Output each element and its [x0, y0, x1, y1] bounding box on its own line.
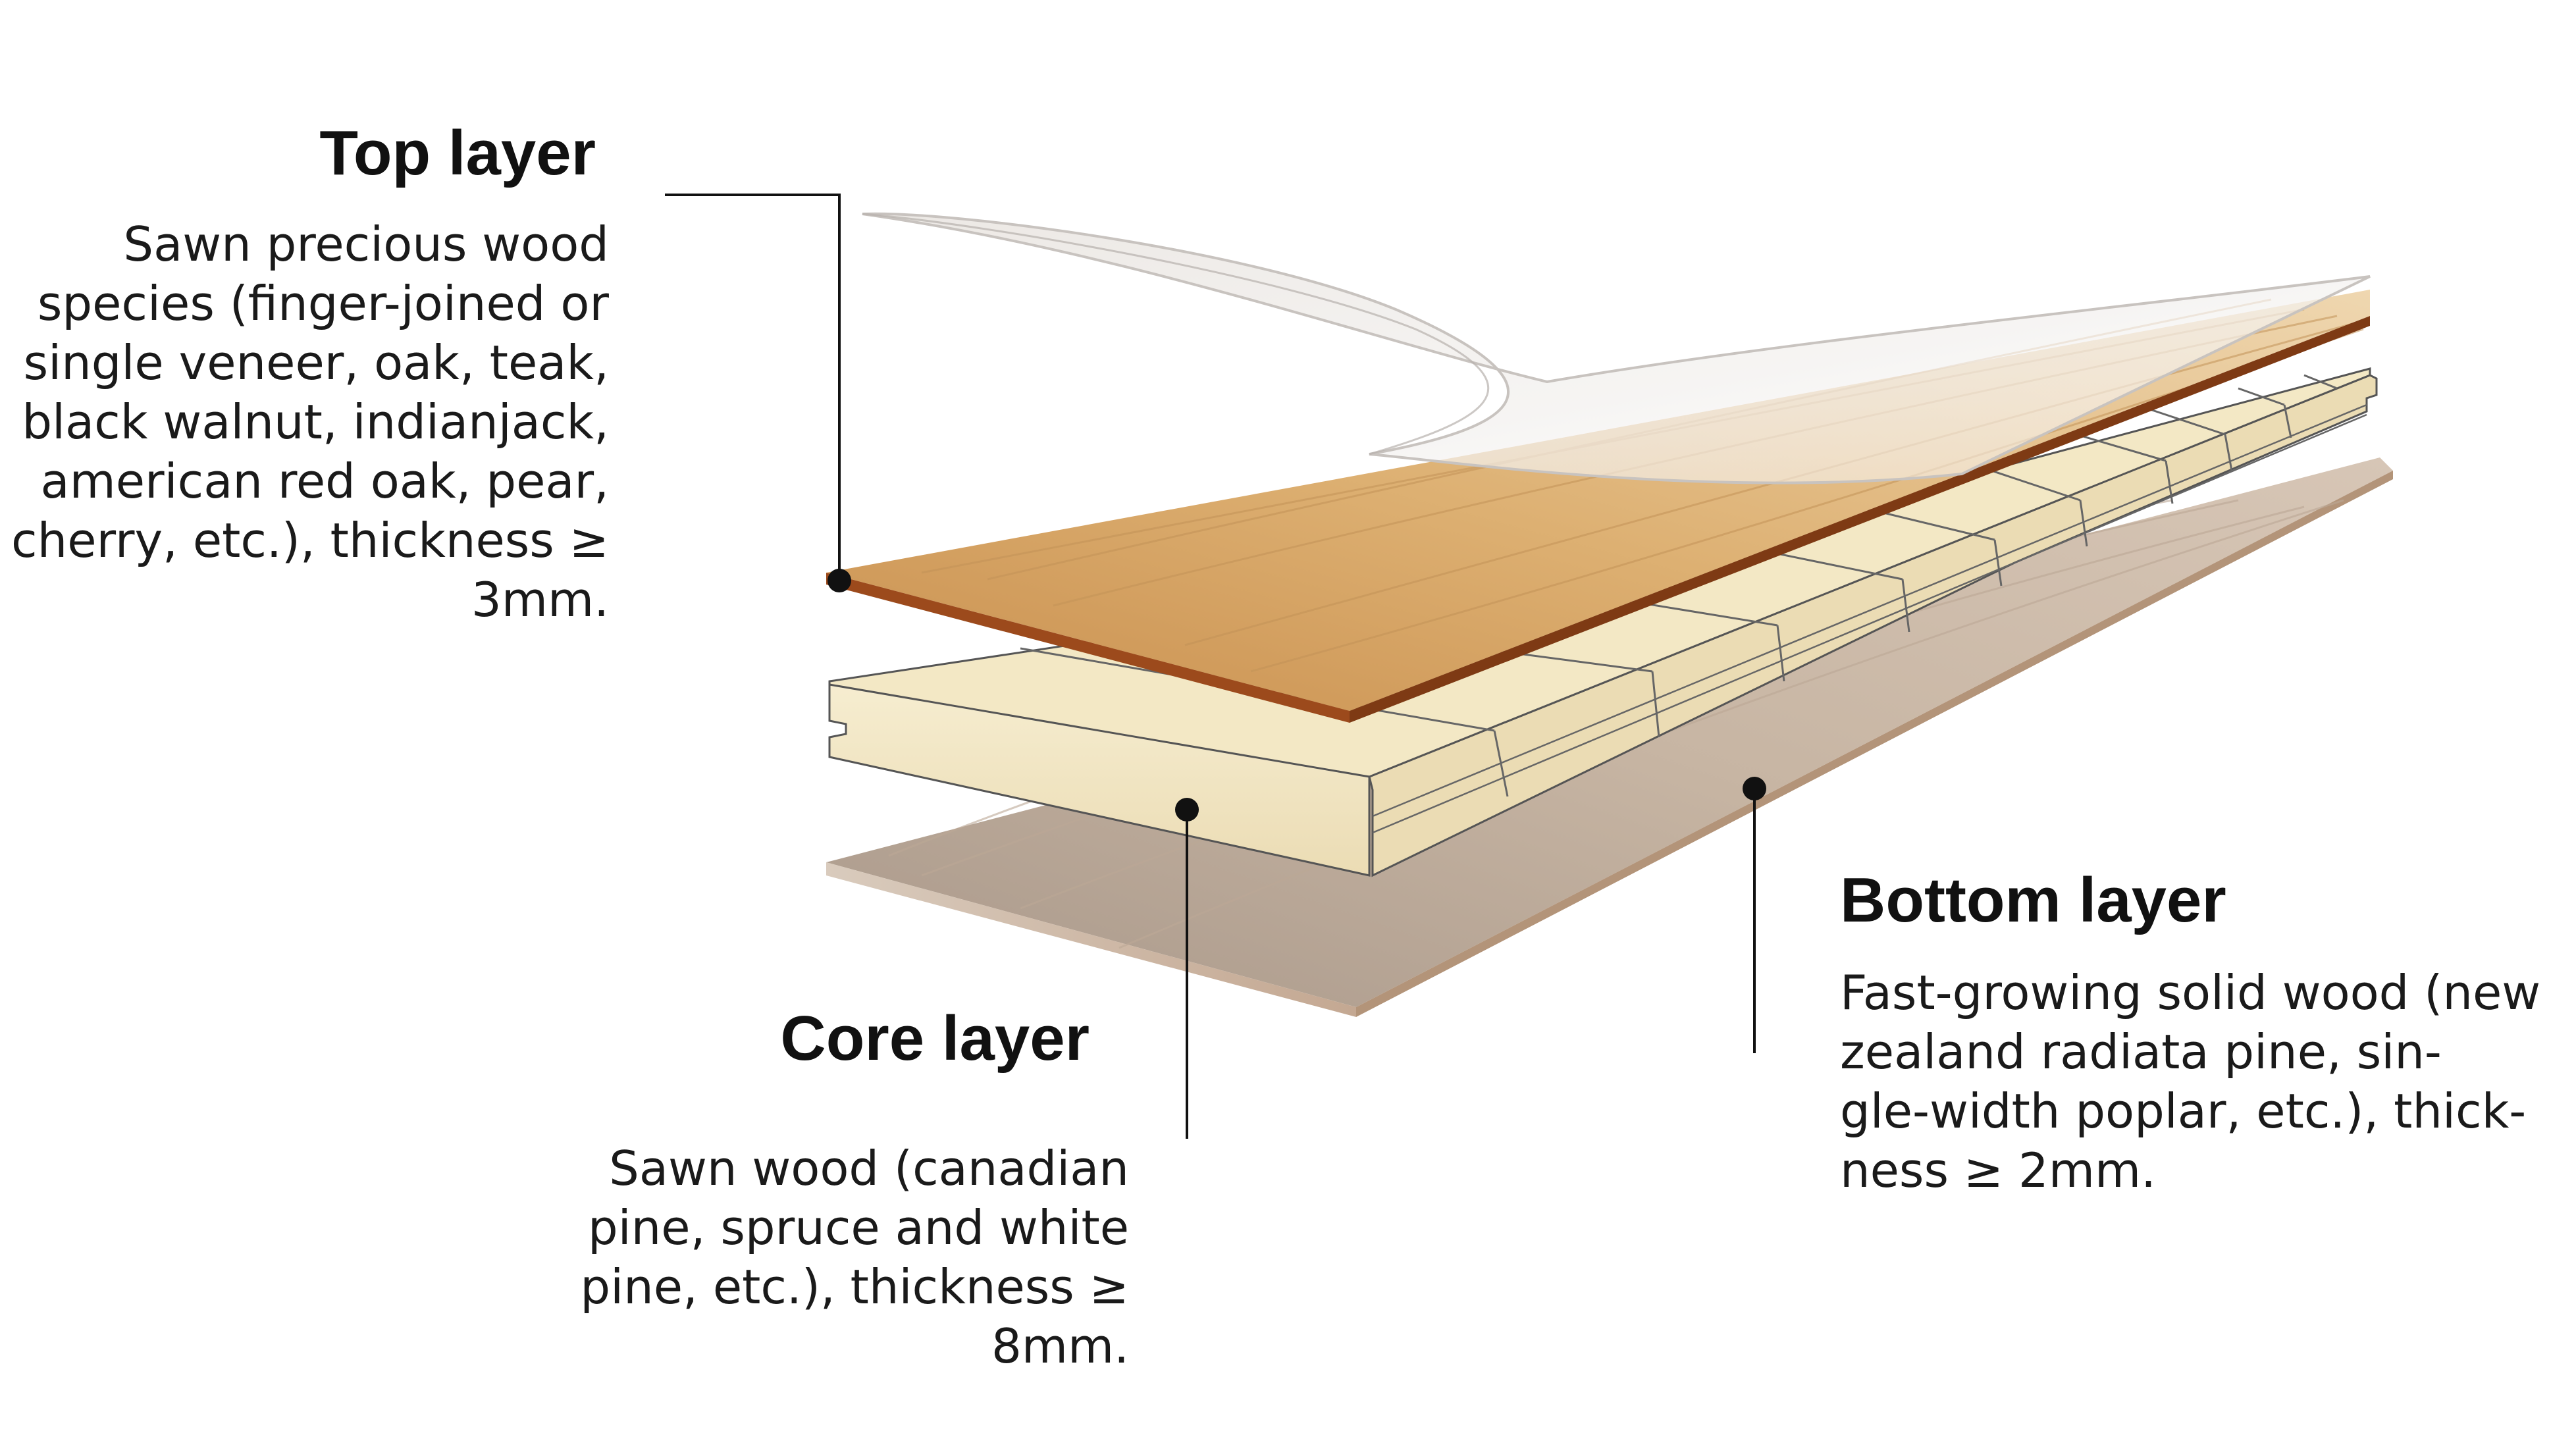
description-line: ness ≥ 2mm.: [1840, 1142, 2157, 1198]
top-layer-title: Top layer: [319, 118, 596, 188]
description-line: zealand radiata pine, sin-: [1840, 1024, 2442, 1080]
description-line: species (finger-joined or: [37, 275, 609, 331]
top-layer-label: Top layer Sawn precious wood species (fi…: [0, 118, 609, 629]
bottom-layer-leader: [1743, 777, 1766, 1053]
description-line: Sawn wood (canadian: [609, 1141, 1129, 1196]
core-layer-marker-dot: [1175, 798, 1199, 821]
top-layer-front-edge: [1350, 316, 2370, 723]
top-layer-left-edge: [826, 573, 1350, 723]
core-layer-leader: [1175, 798, 1199, 1139]
description-line: american red oak, pear,: [40, 453, 609, 509]
description-line: black walnut, indianjack,: [22, 394, 609, 450]
description-line: pine, etc.), thickness ≥: [580, 1259, 1129, 1315]
description-line: single veneer, oak, teak,: [23, 334, 609, 390]
bottom-layer-description: Fast-growing solid wood (new zealand rad…: [1840, 963, 2576, 1200]
bottom-layer-label: Bottom layer Fast-growing solid wood (ne…: [1840, 866, 2576, 1200]
peeling-film: [862, 212, 2371, 484]
description-line: Fast-growing solid wood (new: [1840, 964, 2541, 1020]
top-layer-marker-dot: [828, 569, 851, 592]
core-layer-title: Core layer: [780, 1003, 1090, 1074]
description-line: 8mm.: [991, 1318, 1129, 1374]
bottom-layer-title: Bottom layer: [1840, 865, 2226, 935]
core-layer-end-profile: [828, 683, 1371, 877]
description-line: 3mm.: [471, 571, 609, 627]
description-line: gle-width poplar, etc.), thick-: [1840, 1083, 2527, 1139]
top-layer-description: Sawn precious wood species (finger-joine…: [0, 215, 609, 629]
bottom-layer-left-edge: [826, 862, 1356, 1017]
description-line: Sawn precious wood: [123, 216, 609, 272]
bottom-layer-front-edge: [1356, 471, 2393, 1017]
top-layer-leader: [665, 194, 851, 592]
bottom-layer-marker-dot: [1743, 777, 1766, 800]
description-line: pine, spruce and white: [587, 1200, 1129, 1255]
description-line: cherry, etc.), thickness ≥: [11, 512, 609, 568]
core-layer-description: Sawn wood (canadian pine, spruce and whi…: [527, 1139, 1129, 1376]
